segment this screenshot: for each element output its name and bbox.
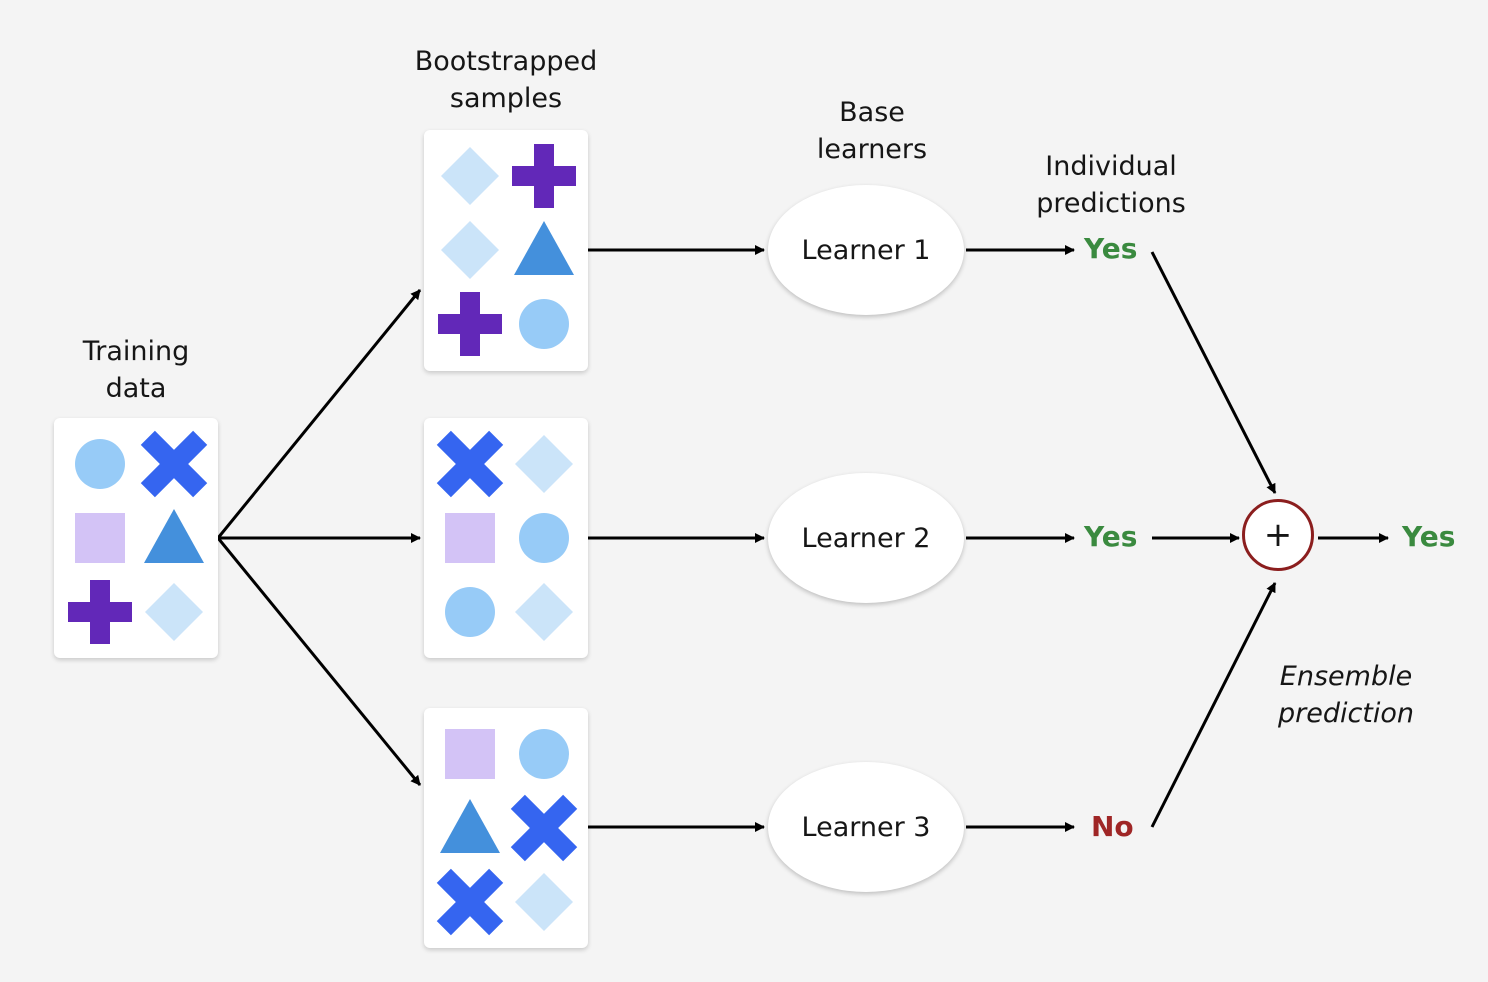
triangle-icon <box>144 509 204 563</box>
arrow-training-to-sample-3 <box>216 537 422 786</box>
plus-icon <box>68 580 132 644</box>
plus-icon <box>438 292 502 356</box>
ensemble-result: Yes <box>1402 520 1456 553</box>
plus-icon: + <box>1263 515 1293 555</box>
arrow-prediction-3-to-ensemble <box>1150 582 1277 828</box>
circle-icon <box>445 587 495 637</box>
learner-2-node: Learner 2 <box>768 473 964 603</box>
base-learners-label: Base learners <box>816 97 928 165</box>
learner-3-node: Learner 3 <box>768 762 964 892</box>
diamond-icon <box>441 147 499 205</box>
card-shapes <box>436 430 573 641</box>
bootstrapped-sample-1-card <box>424 130 588 371</box>
learner-1-label: Learner 1 <box>801 234 931 266</box>
diamond-icon <box>441 221 499 279</box>
learner-3-label: Learner 3 <box>801 811 931 843</box>
bootstrapped-sample-3-card <box>424 708 588 948</box>
arrow-prediction-1-to-ensemble <box>1150 251 1277 494</box>
training-data-label: Training data <box>82 336 190 404</box>
card-shapes <box>68 430 208 644</box>
prediction-1: Yes <box>1084 232 1138 265</box>
circle-icon <box>519 513 569 563</box>
learner-2-label: Learner 2 <box>801 522 931 554</box>
training-data-card <box>54 418 218 658</box>
diamond-icon <box>515 435 573 493</box>
diamond-icon <box>515 583 573 641</box>
diamond-icon <box>515 873 573 931</box>
ensemble-sum-node: + <box>1242 499 1314 571</box>
plus-icon <box>512 144 576 208</box>
ensemble-prediction-label: Ensemble prediction <box>1277 661 1415 729</box>
circle-icon <box>519 299 569 349</box>
circle-icon <box>519 729 569 779</box>
x-icon <box>510 794 578 862</box>
diamond-icon <box>145 583 203 641</box>
square-icon <box>75 513 125 563</box>
x-icon <box>436 868 504 936</box>
triangle-icon <box>440 799 500 853</box>
card-shapes <box>436 729 578 936</box>
square-icon <box>445 729 495 779</box>
learner-1-node: Learner 1 <box>768 185 964 315</box>
individual-predictions-label: Individual predictions <box>1036 151 1186 219</box>
prediction-3: No <box>1091 810 1134 843</box>
x-icon <box>436 430 504 498</box>
square-icon <box>445 513 495 563</box>
triangle-icon <box>514 221 574 275</box>
circle-icon <box>75 439 125 489</box>
bootstrapped-samples-label: Bootstrapped samples <box>414 46 598 114</box>
arrow-training-to-sample-1 <box>216 289 422 539</box>
bootstrapped-sample-2-card <box>424 418 588 658</box>
x-icon <box>140 430 208 498</box>
card-shapes <box>438 144 576 356</box>
prediction-2: Yes <box>1084 520 1138 553</box>
